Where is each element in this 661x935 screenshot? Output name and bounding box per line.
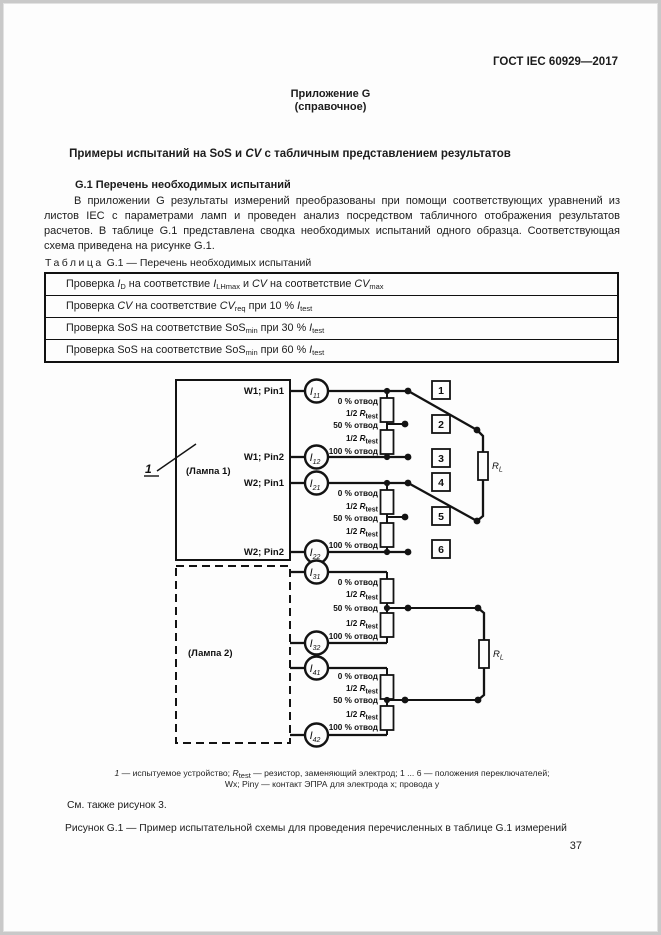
svg-text:I42: I42 bbox=[310, 730, 321, 744]
meter-labels: I11 I12 I21 I22 I31 I32 I41 I42 bbox=[310, 386, 321, 744]
table-row: Проверка SoS на соответствие SoSmin при … bbox=[46, 339, 617, 361]
standard-reference: ГОСТ IEC 60929—2017 bbox=[493, 56, 618, 68]
section-heading: G.1 Перечень необходимых испытаний bbox=[75, 179, 291, 191]
svg-text:1/2 Rtest: 1/2 Rtest bbox=[346, 684, 379, 696]
svg-text:0 % отвод: 0 % отвод bbox=[338, 578, 379, 587]
ref-number-label: 1 bbox=[145, 462, 152, 476]
svg-text:2: 2 bbox=[438, 419, 444, 431]
table-row: Проверка ID на соответствие ILHmax и CV … bbox=[66, 278, 384, 291]
annex-subtitle: (справочное) bbox=[294, 101, 367, 113]
current-meters bbox=[303, 378, 330, 748]
svg-text:1/2 Rtest: 1/2 Rtest bbox=[346, 590, 379, 602]
svg-text:0 % отвод: 0 % отвод bbox=[338, 397, 379, 406]
resistor-networks bbox=[386, 391, 478, 735]
svg-text:100 % отвод: 100 % отвод bbox=[329, 632, 379, 641]
svg-text:I12: I12 bbox=[310, 452, 321, 466]
annex-title: Приложение G bbox=[290, 88, 371, 100]
svg-text:6: 6 bbox=[438, 544, 444, 556]
table-caption-word: Таблица bbox=[45, 257, 104, 269]
svg-text:W1; Pin2: W1; Pin2 bbox=[244, 452, 284, 463]
switch-wiper-w1[interactable] bbox=[409, 390, 478, 432]
ref-leader-line bbox=[156, 443, 197, 472]
svg-text:50 % отвод: 50 % отвод bbox=[333, 696, 379, 705]
figure-footnote: 1 — испытуемое устройство; Rtest — резис… bbox=[44, 768, 620, 790]
svg-text:5: 5 bbox=[438, 511, 444, 523]
half-rtest-resistors bbox=[379, 397, 395, 731]
table-caption-rest: G.1 — Перечень необходимых испытаний bbox=[103, 257, 312, 269]
tests-table: Проверка ID на соответствие ILHmax и CV … bbox=[44, 272, 619, 363]
svg-text:50 % отвод: 50 % отвод bbox=[333, 421, 379, 430]
svg-text:I11: I11 bbox=[310, 386, 320, 400]
switch-position-numbers: 1 2 3 4 5 6 bbox=[438, 385, 444, 556]
page-title: Примеры испытаний на SoS и CV с табличны… bbox=[69, 148, 511, 160]
svg-text:1/2 Rtest: 1/2 Rtest bbox=[346, 409, 379, 421]
svg-text:I41: I41 bbox=[310, 663, 321, 677]
lamp2-box bbox=[175, 565, 291, 744]
svg-text:W2; Pin2: W2; Pin2 bbox=[244, 547, 284, 558]
table-row: Проверка CV на соответствие CVreq при 10… bbox=[46, 295, 617, 317]
svg-text:I31: I31 bbox=[310, 567, 321, 581]
svg-text:1/2 Rtest: 1/2 Rtest bbox=[346, 710, 379, 722]
svg-text:1: 1 bbox=[438, 385, 444, 397]
table-caption: Таблица G.1 — Перечень необходимых испыт… bbox=[45, 257, 311, 269]
svg-text:0 % отвод: 0 % отвод bbox=[338, 489, 379, 498]
svg-text:50 % отвод: 50 % отвод bbox=[333, 604, 379, 613]
svg-text:100 % отвод: 100 % отвод bbox=[329, 541, 379, 550]
svg-text:RL: RL bbox=[492, 461, 503, 474]
see-also-note: См. также рисунок 3. bbox=[67, 800, 167, 811]
switch-wiper-w2[interactable] bbox=[409, 482, 478, 523]
load-labels: RL RL bbox=[492, 461, 504, 662]
switch-position-boxes[interactable] bbox=[431, 380, 451, 559]
lamp1-box bbox=[175, 379, 291, 561]
tap-labels: 0 % отвод 1/2 Rtest 50 % отвод 1/2 Rtest… bbox=[329, 397, 379, 732]
svg-text:1/2 Rtest: 1/2 Rtest bbox=[346, 527, 379, 539]
footnote-line1: 1 — испытуемое устройство; Rtest — резис… bbox=[114, 768, 550, 780]
footnote-line2: Wx; Piny — контакт ЭПРА для электрода x;… bbox=[224, 779, 440, 789]
lamp1-wires bbox=[290, 389, 408, 554]
table-row: Проверка SoS на соответствие SoSmin при … bbox=[46, 317, 617, 339]
svg-text:W1; Pin1: W1; Pin1 bbox=[244, 386, 285, 397]
section-paragraph: В приложении G результаты измерений прео… bbox=[44, 195, 620, 252]
svg-text:I32: I32 bbox=[310, 638, 321, 652]
svg-text:RL: RL bbox=[493, 649, 504, 662]
load-resistor-upper bbox=[477, 451, 489, 481]
annex-heading: Приложение G (справочное) bbox=[0, 88, 661, 114]
svg-text:50 % отвод: 50 % отвод bbox=[333, 514, 379, 523]
svg-text:4: 4 bbox=[438, 477, 444, 489]
svg-text:W2; Pin1: W2; Pin1 bbox=[244, 478, 285, 489]
lamp2-label: (Лампа 2) bbox=[188, 648, 233, 659]
svg-text:1/2 Rtest: 1/2 Rtest bbox=[346, 619, 379, 631]
junction-dots bbox=[383, 387, 482, 704]
terminal-labels: W1; Pin1 W1; Pin2 W2; Pin1 W2; Pin2 bbox=[244, 386, 285, 558]
svg-text:1/2 Rtest: 1/2 Rtest bbox=[346, 502, 379, 514]
svg-text:3: 3 bbox=[438, 453, 444, 465]
figure-caption: Рисунок G.1 — Пример испытательной схемы… bbox=[65, 823, 567, 834]
load-resistor-lower bbox=[478, 639, 490, 669]
page-number: 37 bbox=[569, 840, 582, 852]
lamp2-wires bbox=[290, 570, 387, 737]
svg-text:100 % отвод: 100 % отвод bbox=[329, 723, 379, 732]
svg-text:I22: I22 bbox=[310, 547, 321, 561]
svg-text:I21: I21 bbox=[310, 478, 321, 492]
svg-text:1/2 Rtest: 1/2 Rtest bbox=[346, 434, 379, 446]
lamp1-label: (Лампа 1) bbox=[186, 466, 231, 477]
svg-text:0 % отвод: 0 % отвод bbox=[338, 672, 379, 681]
svg-text:100 % отвод: 100 % отвод bbox=[329, 447, 379, 456]
